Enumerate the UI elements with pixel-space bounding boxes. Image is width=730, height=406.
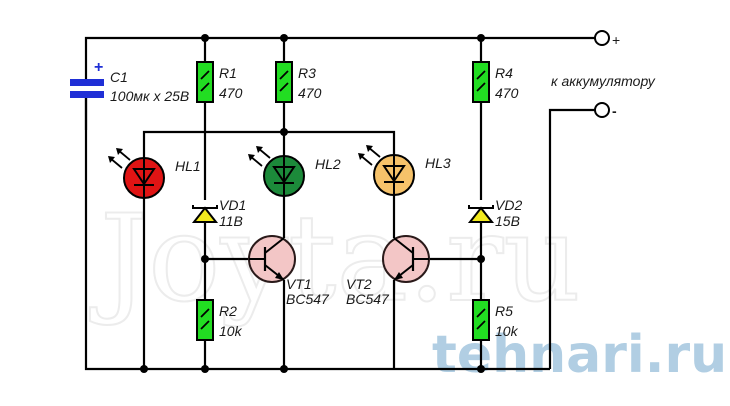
minus-label: - bbox=[612, 103, 617, 119]
vt2-value: BC547 bbox=[346, 291, 390, 307]
c1-polarity: + bbox=[94, 59, 103, 76]
hl2-ref: HL2 bbox=[315, 156, 341, 172]
r2-ref: R2 bbox=[219, 303, 237, 319]
battery-caption: к аккумулятору bbox=[551, 73, 656, 89]
hl3-ref: HL3 bbox=[425, 155, 451, 171]
r4-ref: R4 bbox=[495, 65, 513, 81]
led-hl2: HL2 bbox=[248, 146, 341, 197]
r1-ref: R1 bbox=[219, 65, 237, 81]
junctions bbox=[140, 34, 485, 373]
led-hl3: HL3 bbox=[358, 145, 451, 196]
hl1-ref: HL1 bbox=[175, 158, 201, 174]
vd1-value: 11В bbox=[219, 213, 243, 229]
r2-value: 10k bbox=[219, 323, 243, 339]
r3-value: 470 bbox=[298, 85, 322, 101]
vd1-ref: VD1 bbox=[219, 197, 246, 213]
r1-value: 470 bbox=[219, 85, 243, 101]
led-hl1: HL1 bbox=[108, 148, 201, 199]
r4-value: 470 bbox=[495, 85, 519, 101]
plus-label: + bbox=[612, 32, 620, 48]
battery-terminal-minus[interactable]: - bbox=[594, 102, 617, 119]
vt1-ref: VT1 bbox=[286, 276, 312, 292]
c1-value: 100мк x 25В bbox=[110, 88, 189, 104]
r3-ref: R3 bbox=[298, 65, 316, 81]
battery-terminal-plus[interactable]: + bbox=[594, 30, 620, 48]
r5-ref: R5 bbox=[495, 303, 513, 319]
watermark-joyta: Joyta.ru bbox=[89, 190, 581, 329]
vd2-ref: VD2 bbox=[495, 197, 522, 213]
vt2-ref: VT2 bbox=[346, 276, 372, 292]
vd2-value: 15В bbox=[495, 213, 520, 229]
r5-value: 10k bbox=[495, 323, 519, 339]
vt1-value: BC547 bbox=[286, 291, 330, 307]
capacitor-c1: + C1 100мк x 25В bbox=[70, 59, 189, 104]
c1-ref: C1 bbox=[110, 69, 128, 85]
